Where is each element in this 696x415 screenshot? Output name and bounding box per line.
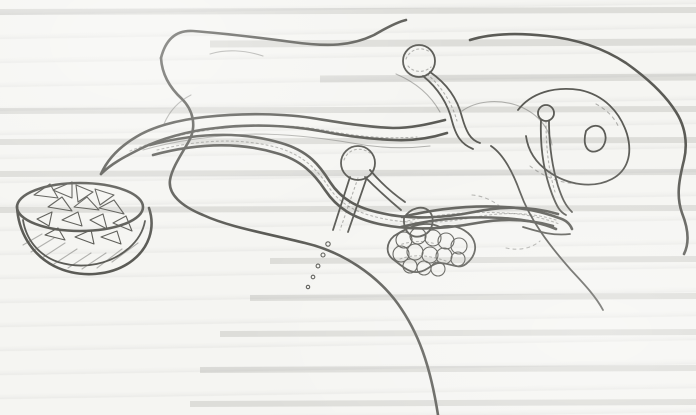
food-basket [17, 182, 152, 274]
right-balloon [538, 105, 572, 215]
